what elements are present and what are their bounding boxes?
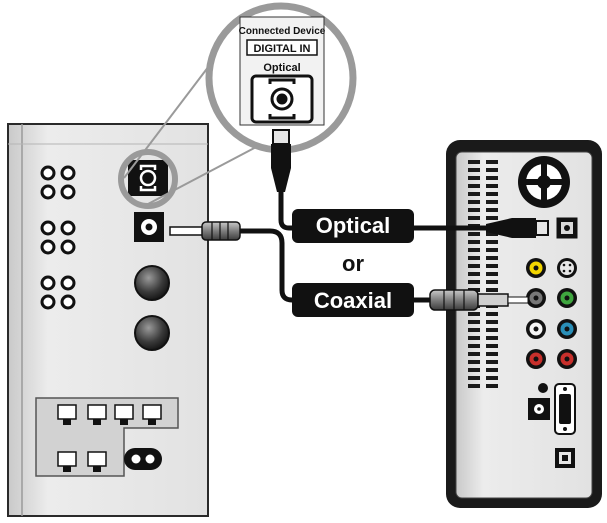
player-optical-port-hole [564,225,570,231]
ac-inlet-pin [131,454,141,464]
speaker-terminal [40,239,56,255]
spring-clip-terminals [57,404,162,472]
vga-screw [563,387,567,391]
component-y-port [557,288,577,308]
optical-label-text: Optical [316,213,391,238]
optical-plug-tip [535,220,549,236]
zoom-port-label: DIGITAL IN [253,43,310,55]
coaxial-plug-body [201,221,241,241]
coaxial-plug-pin [507,296,529,304]
ac-inlet-pin [145,454,155,464]
zoom-guide-line [147,145,259,205]
speaker-terminals [40,165,76,310]
coaxial-label-pill [292,283,414,317]
optical-plug-boot [271,168,291,192]
speaker-terminal [60,165,76,181]
optical-port-icon [139,164,157,192]
player-coaxial-port [526,288,546,308]
or-separator: or [342,251,364,276]
optical-label-pill [292,209,414,243]
audio-right-port [526,349,546,369]
vga-screw [563,427,567,431]
speaker-terminal [40,294,56,310]
receiver-device [7,123,209,517]
zoom-heading: Connected Device [239,26,326,37]
coaxial-cable-line [240,228,430,303]
receiver-round-connector [134,315,170,351]
speaker-terminal [40,165,56,181]
zoom-port-label-box [246,39,318,56]
receiver-round-connector [134,265,170,301]
coaxial-port-center [145,223,153,231]
coaxial-label: Coaxial [292,283,414,317]
speaker-terminal [40,275,56,291]
optical-cable-line [278,190,540,231]
zoom-guide-line [123,61,213,179]
coaxial-plug-pin [169,226,207,236]
optical-plug-body [271,144,291,168]
optical-label: Optical [292,209,414,243]
optical-plug-boot [486,218,512,238]
speaker-terminal [60,220,76,236]
zoom-optical-icon [268,78,296,120]
composite-video-port [526,258,546,278]
receiver-optical-port [128,160,168,196]
dc-power-port-pin [537,407,541,411]
player-vent-slots [468,160,498,388]
audio-left-port [526,319,546,339]
component-pr-port [557,349,577,369]
s-video-port [557,258,577,278]
fan-icon [518,156,570,208]
usb-port-tongue [562,455,568,461]
vga-port-inner [559,394,571,424]
zoom-port-type: Optical [263,62,300,74]
speaker-terminal [60,184,76,200]
media-player-device [446,140,602,508]
coaxial-plug-sleeve [477,293,509,307]
receiver-ac-inlet [124,448,162,470]
optical-cable [271,129,549,238]
speaker-terminal [60,239,76,255]
speaker-terminal [60,294,76,310]
coaxial-cable [169,221,529,311]
reset-button-hole [538,383,548,393]
optical-plug-tip [272,129,290,145]
component-pb-port [557,319,577,339]
optical-plug-body [512,218,536,238]
speaker-terminal [40,184,56,200]
speaker-terminal [60,275,76,291]
coaxial-label-text: Coaxial [314,288,392,313]
zoom-source-ring [118,149,178,209]
speaker-terminal [40,220,56,236]
